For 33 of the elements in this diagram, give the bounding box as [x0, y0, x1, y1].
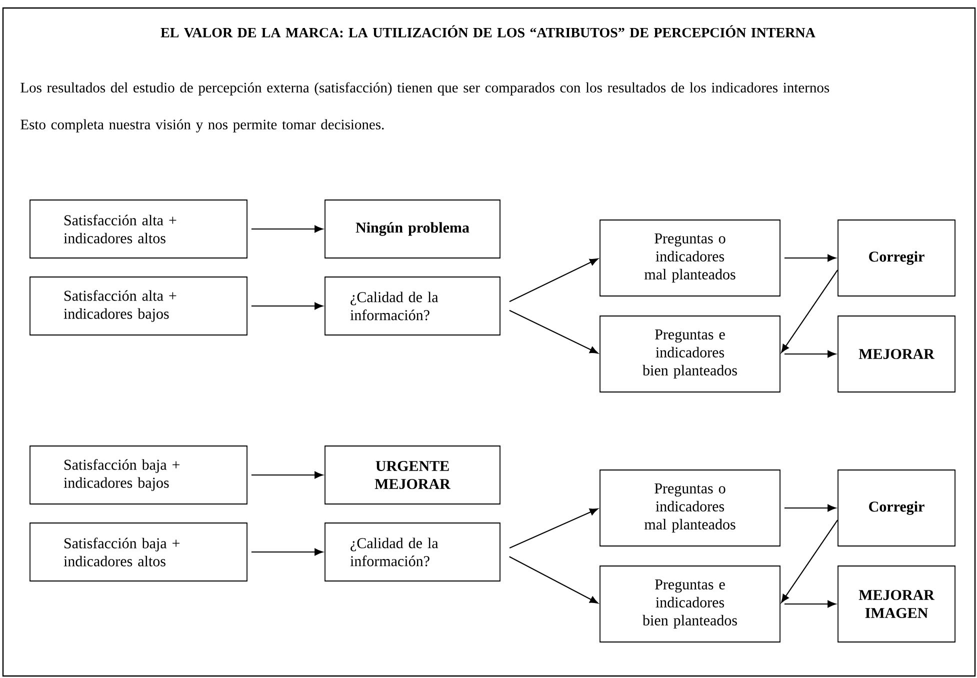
- arrow: [251, 225, 323, 233]
- process-box: Preguntas o indicadores mal planteados: [600, 220, 780, 296]
- arrow: [784, 504, 836, 512]
- outcome-box: Ningún problema: [324, 200, 500, 258]
- arrow: [784, 254, 836, 262]
- process-box: Preguntas e indicadores bien planteados: [600, 316, 780, 392]
- arrow: [251, 471, 323, 479]
- arrow: [509, 556, 598, 604]
- outcome-box: MEJORAR: [838, 316, 956, 392]
- arrow: [509, 508, 598, 548]
- condition-box: Satisfacción baja + indicadores altos: [30, 522, 248, 582]
- paragraph: Los resultados del estudio de percepción externa (satisfacción) tienen que ser comparados con los resultados de los indicadores internos: [20, 82, 830, 96]
- condition-box: Satisfacción alta + indicadores bajos: [30, 276, 248, 336]
- outcome-box: Corregir: [838, 220, 956, 296]
- outcome-box: Corregir: [838, 470, 956, 546]
- arrow: [784, 350, 836, 358]
- arrow: [781, 520, 838, 603]
- arrow: [509, 310, 598, 354]
- outcome-box: MEJORAR IMAGEN: [838, 566, 956, 642]
- arrow: [784, 600, 836, 608]
- arrow: [251, 302, 323, 310]
- question-box: ¿Calidad de la información?: [324, 276, 500, 336]
- condition-box: Satisfacción alta + indicadores altos: [30, 200, 248, 258]
- process-box: Preguntas e indicadores bien planteados: [600, 566, 780, 642]
- condition-box: Satisfacción baja + indicadores bajos: [30, 446, 248, 504]
- paragraph: Esto completa nuestra visión y nos permite tomar decisiones.: [20, 119, 384, 132]
- process-box: Preguntas o indicadores mal planteados: [600, 470, 780, 546]
- title: EL VALOR DE LA MARCA: LA UTILIZACIÓN DE LOS “ATRIBUTOS” DE PERCEPCIÓN INTERNA: [160, 25, 816, 38]
- arrow: [781, 270, 838, 353]
- arrow: [251, 548, 323, 556]
- outcome-box: URGENTE MEJORAR: [324, 446, 500, 504]
- question-box: ¿Calidad de la información?: [324, 522, 500, 582]
- arrow: [509, 258, 598, 302]
